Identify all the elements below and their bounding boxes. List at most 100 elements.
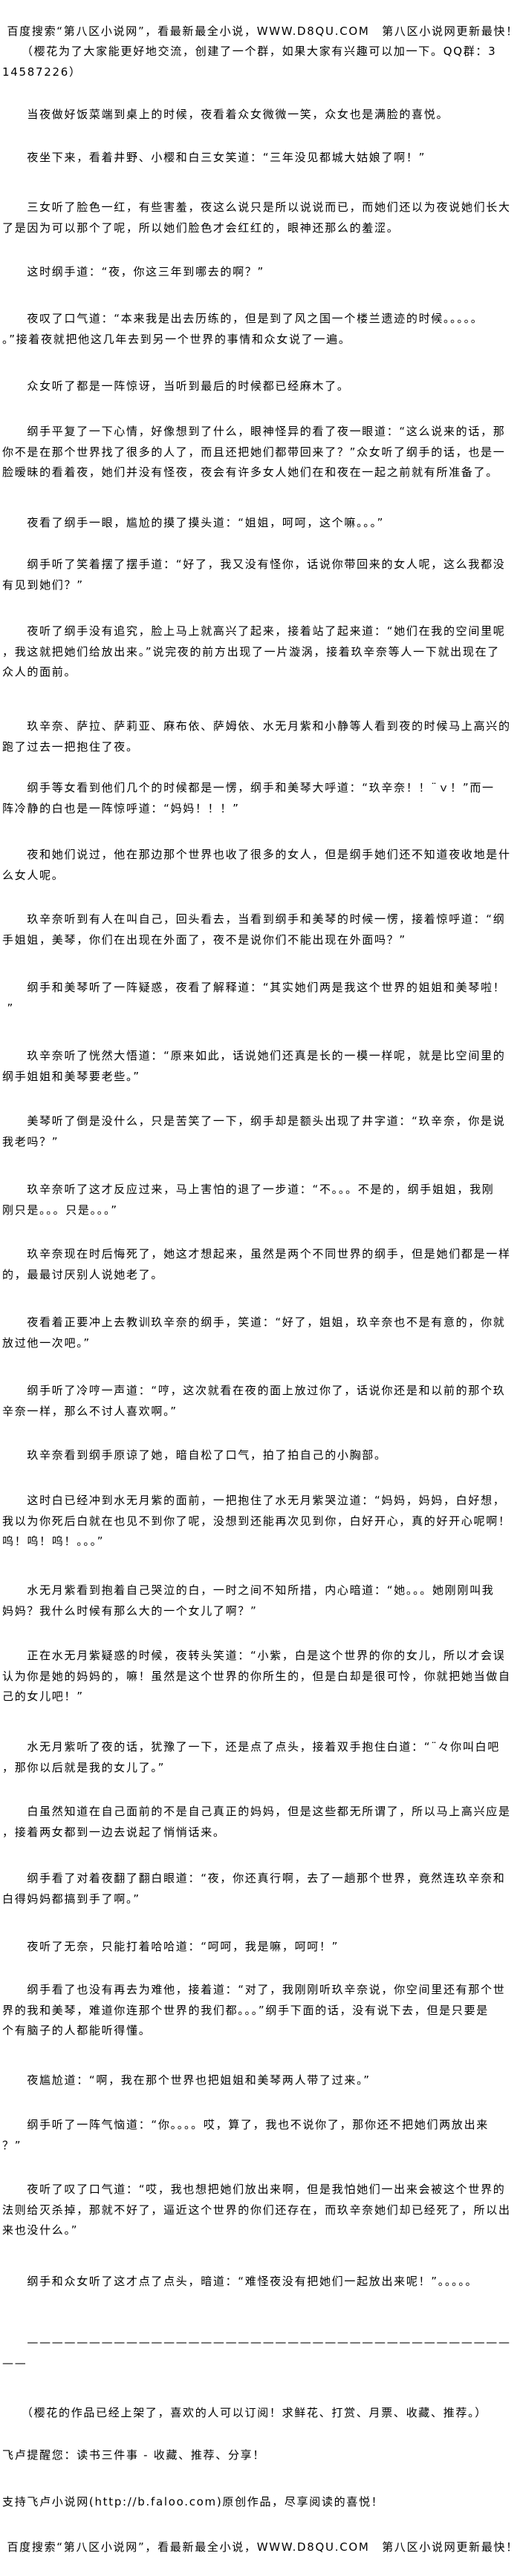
- text-line: 纲手听了笑着摆了摆手道：“好了，我又没有怪你，话说你带回来的女人呢，这么我都没: [2, 558, 506, 571]
- text-line: 夜看着正要冲上去教训玖辛奈的纲手，笑道：“好了，姐姐，玖辛奈也不是有意的，你就: [2, 1315, 506, 1329]
- text-line: 众人的面前。: [2, 665, 77, 679]
- site-banner-top: 百度搜索“第八区小说网”，看最新最全小说，WWW.D8QU.COM 第八区小说网…: [2, 22, 518, 42]
- text-line: 己的女儿吧！”: [2, 1690, 84, 1703]
- text-line: 玖辛奈听到有人在叫自己，回头看去，当看到纲手和美琴的时候一愣，接着惊呼道：“纲: [2, 912, 506, 926]
- story-paragraph: 纲手看了也没有再去为难他，接着道：“对了，我刚刚听玖辛奈说，你空间里还有那个世界…: [2, 1980, 518, 2041]
- story-paragraph: 美琴听了倒是没什么，只是苦笑了一下，纲手却是额头出现了井字道：“玖辛奈，你是说我…: [2, 1111, 518, 1152]
- separator-line: ————————————————————————————————————————…: [2, 2333, 518, 2373]
- text-line: 跑了过去一把抱住了夜。: [2, 739, 139, 753]
- text-line: ，我这就把她们给放出来。”说完夜的前方出现了一片漩涡，接着玖辛奈等人一下就出现在…: [2, 644, 500, 658]
- story-paragraph: 玖辛奈、萨拉、萨莉亚、麻布依、萨姆依、水无月紫和小静等人看到夜的时候马上高兴的跑…: [2, 716, 518, 757]
- story-paragraph: 夜看着正要冲上去教训玖辛奈的纲手，笑道：“好了，姐姐，玖辛奈也不是有意的，你就放…: [2, 1312, 518, 1353]
- text-line: 夜尴尬道：“啊，我在那个世界也把姐姐和美琴两人带了过来。”: [2, 2073, 371, 2087]
- text-line: 正在水无月紫疑惑的时候，夜转头笑道：“小紫，白是这个世界的你的女儿，所以才会误: [2, 1649, 506, 1662]
- story-paragraph: 夜尴尬道：“啊，我在那个世界也把姐姐和美琴两人带了过来。”: [2, 2070, 518, 2091]
- story-paragraph: 玖辛奈听了恍然大悟道：“原来如此，话说她们还真是长的一模一样呢，就是比空间里的纲…: [2, 1046, 518, 1087]
- text-line: ，接着两女都到一边去说起了悄悄话来。: [2, 1825, 226, 1839]
- text-line: 。”接着夜就把他这几年去到另一个世界的事情和众女说了一遍。: [2, 332, 351, 346]
- story-paragraph: 正在水无月紫疑惑的时候，夜转头笑道：“小紫，白是这个世界的你的女儿，所以才会误认…: [2, 1646, 518, 1707]
- story-paragraph: 玖辛奈听了这才反应过来，马上害怕的退了一步道：“不。。。不是的，纲手姐姐，我刚刚…: [2, 1180, 518, 1220]
- text-line: 法则给灭杀掉，那就不好了，逼近这个世界的你们还存在，而玖辛奈她们却已经死了，所以…: [2, 2203, 511, 2217]
- text-line: 夜叹了口气道：“本来我是出去历练的，但是到了风之国一个楼兰遗迹的时候。。。。。: [2, 312, 484, 325]
- text-line: 阵冷静的白也是一阵惊呼道：“妈妈！！！”: [2, 801, 240, 815]
- text-line: 么女人呢。: [2, 868, 65, 882]
- text-line: 水无月紫看到抱着自己哭泣的白，一时之间不知所措，内心暗道：“她。。。她刚刚叫我: [2, 1583, 495, 1597]
- story-paragraph: 水无月紫看到抱着自己哭泣的白，一时之间不知所措，内心暗道：“她。。。她刚刚叫我妈…: [2, 1580, 518, 1621]
- text-line: 夜坐下来，看着井野、小樱和白三女笑道：“三年没见都城大姑娘了啊！”: [2, 151, 426, 164]
- story-paragraph: 众女听了都是一阵惊讶，当听到最后的时候都已经麻木了。: [2, 376, 518, 397]
- text-line: 白虽然知道在自己面前的不是自己真正的妈妈，但是这些都无所谓了，所以马上高兴应是: [2, 1805, 511, 1818]
- text-line: 玖辛奈听了恍然大悟道：“原来如此，话说她们还真是长的一模一样呢，就是比空间里的: [2, 1049, 506, 1062]
- text-line: ？”: [2, 2138, 22, 2152]
- text-line: 玖辛奈现在时后悔死了，她这才想起来，虽然是两个不同世界的纲手，但是她们都是一样: [2, 1247, 511, 1261]
- story-paragraph: 水无月紫听了夜的话，犹豫了一下，还是点了点头，接着双手抱住白道：“¨々你叫白吧 ，…: [2, 1737, 518, 1778]
- author-note: （樱花的作品已经上架了，喜欢的人可以订阅！求鲜花、打赏、月票、收藏、推荐。）: [2, 2403, 518, 2424]
- text-line: 脸暧昧的看着夜，她们并没有怪夜，夜会有许多女人她们在和夜在一起之前就有所准备了。: [2, 465, 499, 479]
- text-line: 这时白已经冲到水无月紫的面前，一把抱住了水无月紫哭泣道：“妈妈，妈妈，白好想，: [2, 1494, 506, 1507]
- text-line: 百度搜索“第八区小说网”，看最新最全小说，WWW.D8QU.COM 第八区小说网…: [2, 2540, 519, 2554]
- text-line: 纲手听了冷哼一声道：“哼，这次就看在夜的面上放过你了，话说你还是和以前的那个玖: [2, 1384, 506, 1397]
- text-line: 呜！呜！呜！。。。”: [2, 1534, 105, 1548]
- story-paragraph: 玖辛奈看到纲手原谅了她，暗自松了口气，拍了拍自己的小胸部。: [2, 1445, 518, 1466]
- story-paragraph: 这时白已经冲到水无月紫的面前，一把抱住了水无月紫哭泣道：“妈妈，妈妈，白好想， 我…: [2, 1491, 518, 1552]
- text-line: 手姐姐，美琴，你们在出现在外面了，夜不是说你们不能出现在外面吗？”: [2, 932, 406, 947]
- story-paragraph: 纲手和众女听了这才点了点头，暗道：“难怪夜没有把她们一起放出来呢！”。。。。。: [2, 2272, 518, 2292]
- text-line: 纲手和众女听了这才点了点头，暗道：“难怪夜没有把她们一起放出来呢！”。。。。。: [2, 2275, 478, 2288]
- text-line: 妈妈？我什么时候有那么大的一个女儿了啊？”: [2, 1604, 258, 1618]
- text-line: 界的我和美琴，难道你连那个世界的我们都。。。”纲手下面的话，没有说下去，但是只要…: [2, 2003, 489, 2017]
- story-paragraph: 纲手听了冷哼一声道：“哼，这次就看在夜的面上放过你了，话说你还是和以前的那个玖辛…: [2, 1381, 518, 1422]
- story-paragraph: 纲手听了一阵气恼道：“你。。。。哎，算了，我也不说你了，那你还不把她们两放出来 ？…: [2, 2115, 518, 2156]
- text-line: 纲手姐姐和美琴要老些。”: [2, 1069, 140, 1083]
- text-line: 我以为你死后白就在也见不到你了呢，没想到还能再次见到你，白好开心，真的好开心呢啊…: [2, 1514, 511, 1528]
- text-line: ——: [2, 2356, 27, 2370]
- text-line: 认为你是她的妈妈的，嘛！虽然是这个世界的你所生的，但是白却是很可怜，你就把她当做…: [2, 1669, 511, 1683]
- text-line: （樱花为了大家能更好地交流，创建了一个群，如果大家有兴趣可以加一下。QQ群：3: [2, 45, 497, 58]
- text-line: 纲手和美琴听了一阵疑惑，夜看了解释道：“其实她们两是我这个世界的姐姐和美琴啦！: [2, 981, 506, 994]
- text-line: 当夜做好饭菜端到桌上的时候，夜看着众女微微一笑，众女也是满脸的喜悦。: [2, 108, 449, 121]
- text-line: 这时纲手道：“夜，你这三年到哪去的啊？”: [2, 265, 264, 278]
- story-paragraph: 纲手等女看到他们几个的时候都是一愣，纲手和美琴大呼道：“玖辛奈！！¨ｖ！”而一阵…: [2, 778, 518, 819]
- text-line: 玖辛奈看到纲手原谅了她，暗自松了口气，拍了拍自己的小胸部。: [2, 1448, 387, 1462]
- story-paragraph: 夜坐下来，看着井野、小樱和白三女笑道：“三年没见都城大姑娘了啊！”: [2, 148, 518, 169]
- text-line: 夜看了纲手一眼，尴尬的摸了摸头道：“姐姐，呵呵，这个嘛。。。”: [2, 516, 385, 529]
- story-paragraph: 夜听了无奈，只能打着哈哈道：“呵呵，我是嘛，呵呵！”: [2, 1937, 518, 1958]
- story-paragraph: 玖辛奈听到有人在叫自己，回头看去，当看到纲手和美琴的时候一愣，接着惊呼道：“纲手…: [2, 909, 518, 950]
- text-line: 的，最最讨厌别人说她老了。: [2, 1267, 164, 1281]
- text-line: 美琴听了倒是没什么，只是苦笑了一下，纲手却是额头出现了井字道：“玖辛奈，你是说: [2, 1114, 506, 1128]
- text-line: 夜听了无奈，只能打着哈哈道：“呵呵，我是嘛，呵呵！”: [2, 1940, 339, 1953]
- faloo-support-line: 支持飞卢小说网(http://b.faloo.com)原创作品，尽享阅读的喜悦！: [2, 2492, 518, 2513]
- story-paragraph: 夜看了纲手一眼，尴尬的摸了摸头道：“姐姐，呵呵，这个嘛。。。”: [2, 513, 518, 534]
- story-paragraph: 夜和她们说过，他在那边那个世界也收了很多的女人，但是纲手她们还不知道夜收地是什么…: [2, 845, 518, 886]
- story-paragraph: 夜叹了口气道：“本来我是出去历练的，但是到了风之国一个楼兰遗迹的时候。。。。。。…: [2, 309, 518, 350]
- qq-group-notice: （樱花为了大家能更好地交流，创建了一个群，如果大家有兴趣可以加一下。QQ群：3 1…: [2, 42, 518, 82]
- text-line: 众女听了都是一阵惊讶，当听到最后的时候都已经麻木了。: [2, 379, 350, 393]
- text-line: 支持飞卢小说网(http://b.faloo.com)原创作品，尽享阅读的喜悦！: [2, 2495, 384, 2508]
- text-line: ，那你以后就是我的女儿了。”: [2, 1760, 166, 1774]
- text-line: 水无月紫听了夜的话，犹豫了一下，还是点了点头，接着双手抱住白道：“¨々你叫白吧: [2, 1740, 500, 1753]
- text-line: 百度搜索“第八区小说网”，看最新最全小说，WWW.D8QU.COM 第八区小说网…: [2, 24, 519, 38]
- text-line: 玖辛奈、萨拉、萨莉亚、麻布依、萨姆依、水无月紫和小静等人看到夜的时候马上高兴的: [2, 719, 511, 733]
- text-line: 你不是在那个世界找了很多的人了，而且还把她们都带回来了？”众女听了纲手的话，也是…: [2, 445, 506, 459]
- text-line: 了是因为可以那个了呢，所以她们脸色才会红红的，眼神还那么的羞涩。: [2, 220, 400, 235]
- story-paragraph: 白虽然知道在自己面前的不是自己真正的妈妈，但是这些都无所谓了，所以马上高兴应是 ，…: [2, 1802, 518, 1843]
- text-line: 纲手看了也没有再去为难他，接着道：“对了，我刚刚听玖辛奈说，你空间里还有那个世: [2, 1983, 506, 1996]
- text-line: 我老吗？”: [2, 1134, 59, 1148]
- text-line: 来也没什么。”: [2, 2223, 79, 2237]
- text-line: （樱花的作品已经上架了，喜欢的人可以订阅！求鲜花、打赏、月票、收藏、推荐。）: [2, 2406, 488, 2419]
- text-line: 刚只是。。。只是。。。”: [2, 1203, 118, 1217]
- story-paragraph: 这时纲手道：“夜，你这三年到哪去的啊？”: [2, 262, 518, 283]
- text-line: 纲手听了一阵气恼道：“你。。。。哎，算了，我也不说你了，那你还不把她们两放出来: [2, 2118, 489, 2131]
- story-paragraph: 夜听了叹了口气道：“哎，我也想把她们放出来啊，但是我怕她们一出来会被这个世界的法…: [2, 2180, 518, 2241]
- text-line: 有见到她们？”: [2, 578, 84, 592]
- text-line: ”: [2, 1001, 14, 1015]
- story-paragraph: 纲手听了笑着摆了摆手道：“好了，我又没有怪你，话说你带回来的女人呢，这么我都没有…: [2, 555, 518, 595]
- text-line: 个有脑子的人都能听得懂。: [2, 2024, 152, 2037]
- story-paragraph: 夜听了纲手没有追究，脸上马上就高兴了起来，接着站了起来道：“她们在我的空间里呢，…: [2, 621, 518, 683]
- story-paragraph: 当夜做好饭菜端到桌上的时候，夜看着众女微微一笑，众女也是满脸的喜悦。: [2, 105, 518, 125]
- story-paragraph: 纲手平复了一下心情，好像想到了什么，眼神怪异的看了夜一眼道：“这么说来的话，那你…: [2, 422, 518, 483]
- text-line: ———————————————————————————————————————: [2, 2335, 511, 2349]
- text-line: 飞卢提醒您：读书三件事 - 收藏、推荐、分享！: [2, 2448, 266, 2462]
- text-line: 14587226）: [2, 65, 82, 79]
- text-line: 纲手平复了一下心情，好像想到了什么，眼神怪异的看了夜一眼道：“这么说来的话，那: [2, 425, 506, 438]
